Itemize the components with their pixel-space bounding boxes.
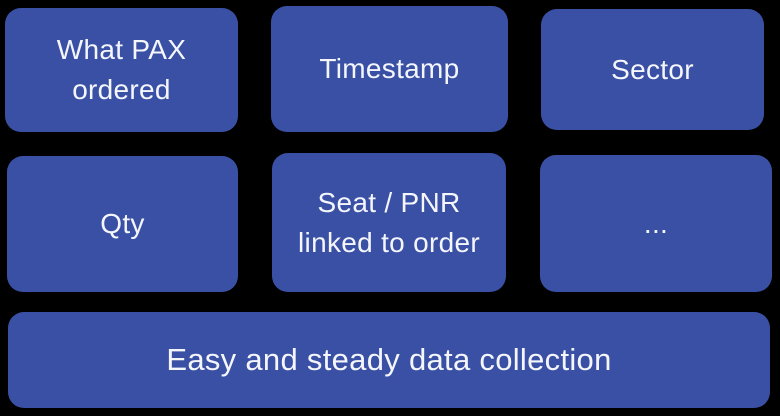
- card-sector: Sector: [541, 9, 764, 130]
- card-seat-pnr-label: Seat / PNR linked to order: [298, 186, 480, 258]
- card-what-pax-ordered: What PAX ordered: [5, 8, 238, 132]
- card-sector-label: Sector: [611, 53, 694, 85]
- card-ellipsis-label: ...: [643, 207, 669, 239]
- card-timestamp: Timestamp: [271, 6, 508, 132]
- card-what-pax-ordered-label: What PAX ordered: [56, 34, 187, 105]
- card-seat-pnr: Seat / PNR linked to order: [272, 153, 506, 292]
- card-timestamp-label: Timestamp: [319, 53, 460, 85]
- card-qty-label: Qty: [100, 208, 145, 240]
- card-ellipsis: ...: [540, 155, 772, 292]
- footer-banner-label: Easy and steady data collection: [166, 342, 612, 377]
- footer-banner: Easy and steady data collection: [8, 312, 770, 408]
- card-qty: Qty: [7, 156, 238, 292]
